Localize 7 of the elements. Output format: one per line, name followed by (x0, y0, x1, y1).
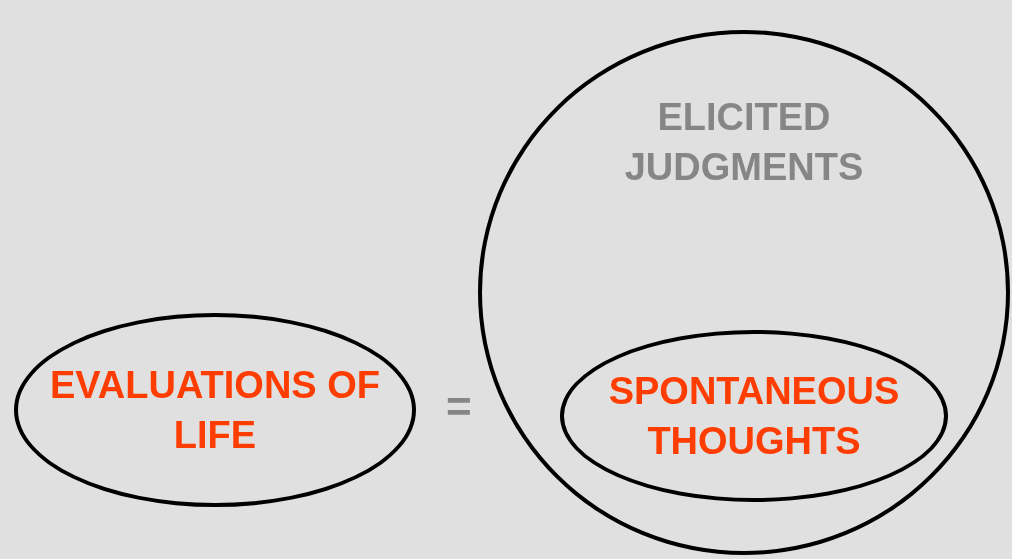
node-label: SPONTANEOUS THOUGHTS (607, 369, 901, 464)
ellipse-outline (14, 313, 416, 507)
ellipse-outline (560, 330, 948, 502)
node-label: ELICITED JUDGMENTS (623, 95, 865, 190)
equals-sign: = (446, 382, 472, 432)
node-label: EVALUATIONS OF LIFE (48, 363, 381, 458)
circle-outline (478, 30, 1010, 555)
